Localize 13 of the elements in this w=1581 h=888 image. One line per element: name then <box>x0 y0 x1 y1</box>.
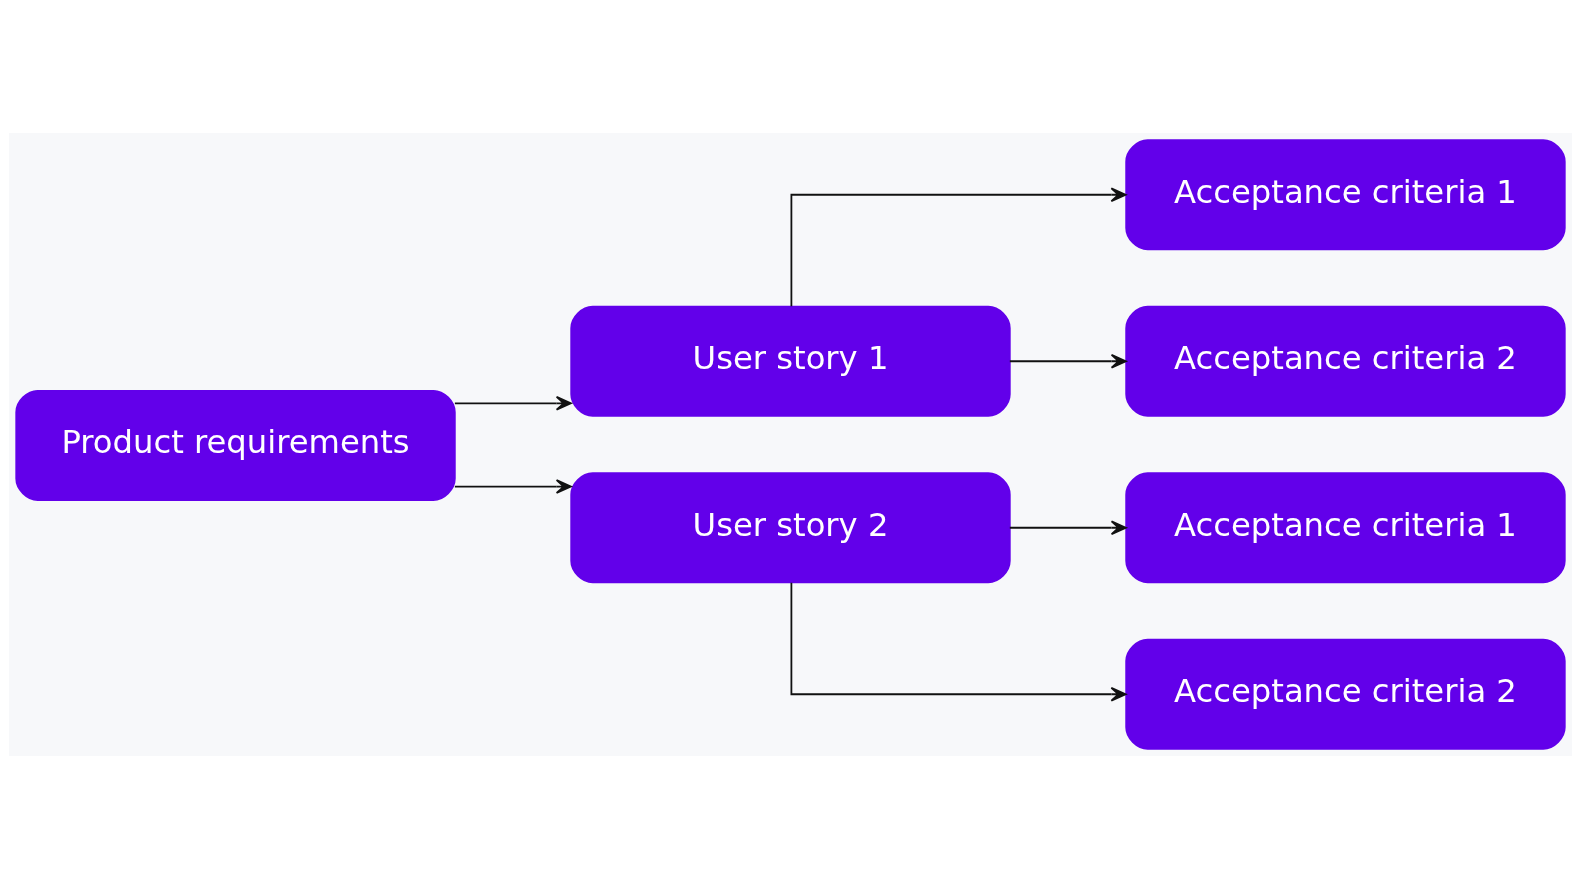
node-box: Acceptance criteria 1 <box>1125 471 1566 583</box>
node-box: Acceptance criteria 2 <box>1125 638 1566 750</box>
arrow <box>453 395 572 411</box>
node-box: Product requirements <box>15 389 456 501</box>
arrow <box>790 581 1127 702</box>
node-box: Acceptance criteria 1 <box>1125 138 1566 250</box>
arrow <box>790 186 1127 307</box>
node-box: User story 1 <box>570 305 1011 417</box>
node-box: User story 2 <box>570 471 1011 583</box>
node-box: Acceptance criteria 2 <box>1125 305 1566 417</box>
arrow <box>1008 353 1127 369</box>
arrow <box>1008 519 1127 535</box>
arrow <box>453 478 572 494</box>
